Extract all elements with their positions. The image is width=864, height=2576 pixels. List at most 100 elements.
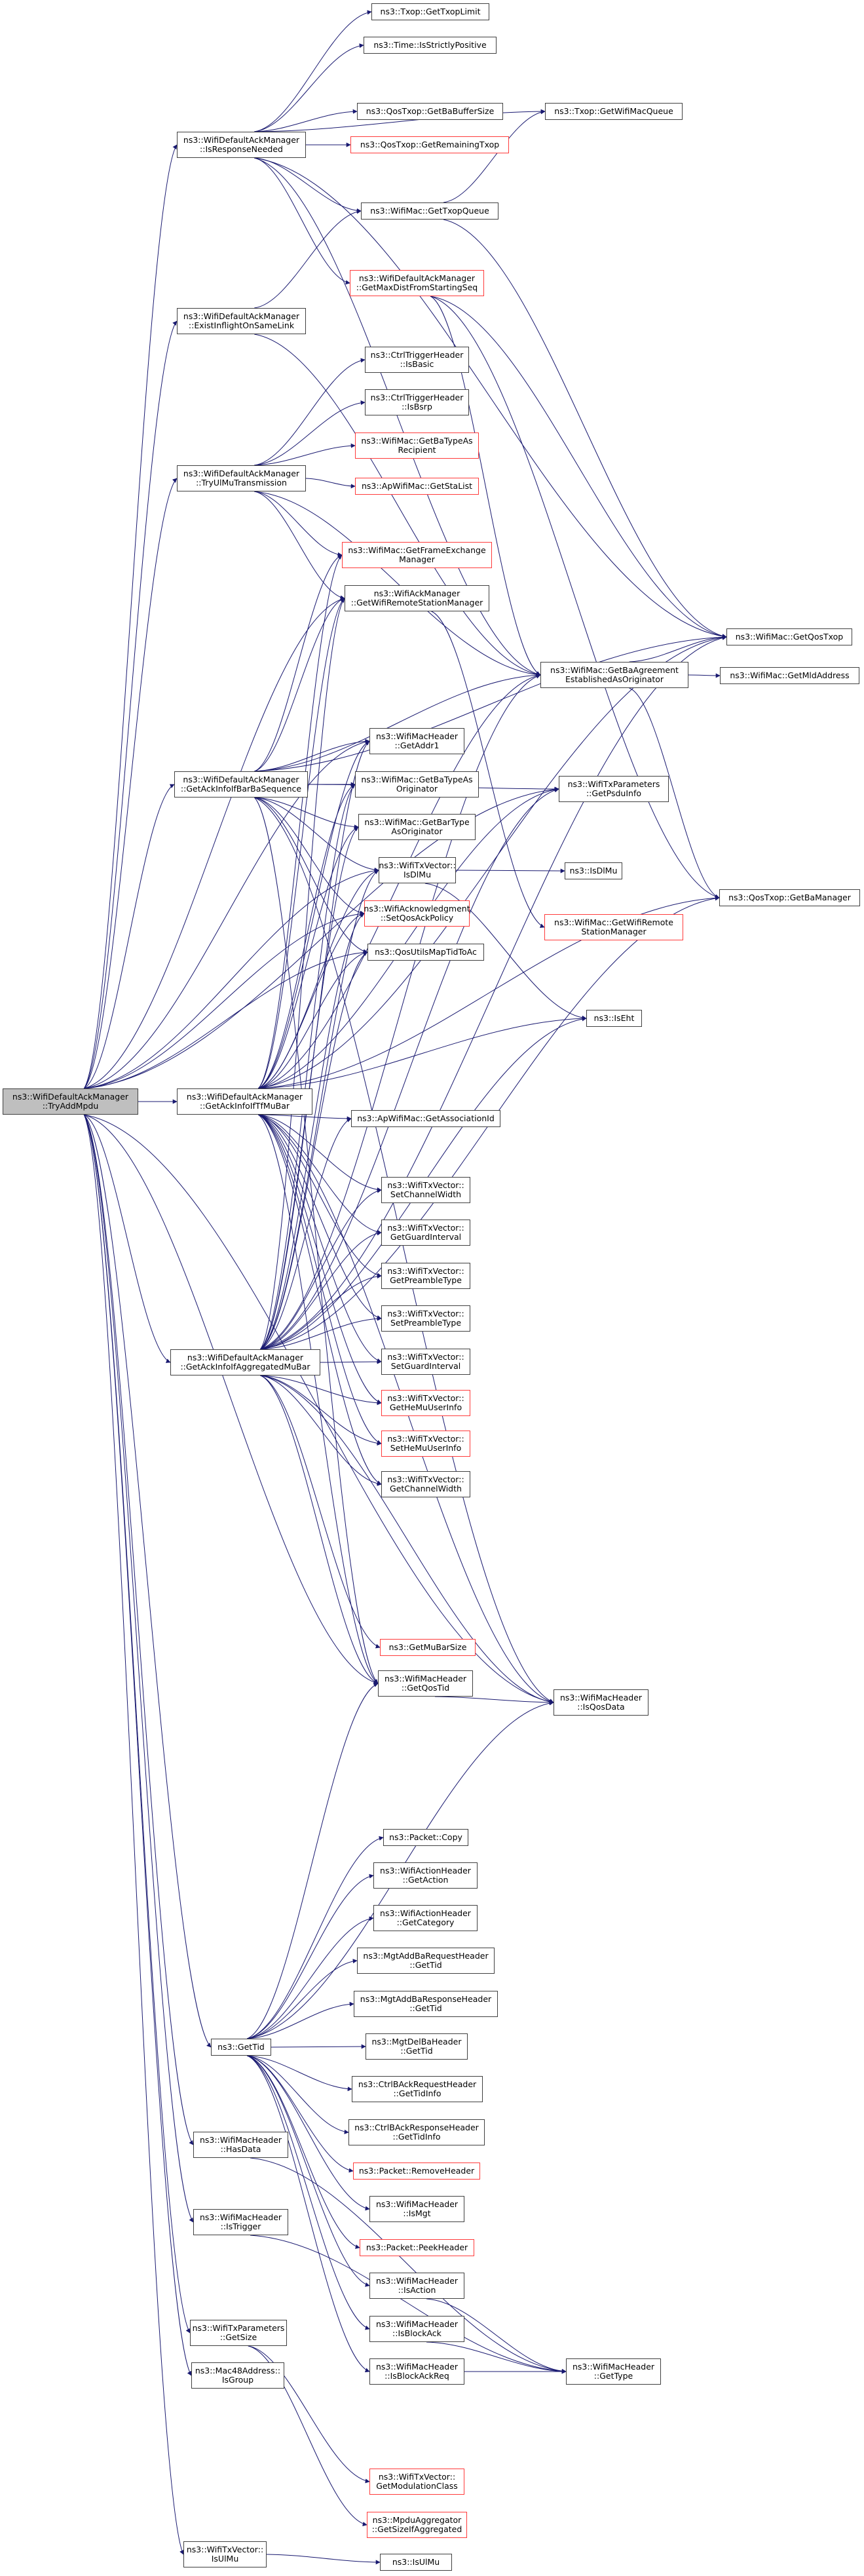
graph-node-mod-class[interactable]: ns3::WifiTxVector:: GetModulationClass xyxy=(369,2469,464,2495)
graph-node-is-basic[interactable]: ns3::CtrlTriggerHeader ::IsBasic xyxy=(365,347,469,373)
call-edge-root-to-rsm xyxy=(84,597,345,1089)
call-edge-aggMu-to-setPre xyxy=(260,1316,382,1350)
graph-node-set-gi[interactable]: ns3::WifiTxVector:: SetGuardInterval xyxy=(381,1349,470,1375)
graph-node-is-eht[interactable]: ns3::IsEht xyxy=(586,1010,642,1027)
graph-node-txop-limit[interactable]: ns3::Txop::GetTxopLimit xyxy=(371,3,489,20)
call-edge-txopQueue-to-wifiMacQueue xyxy=(443,109,546,203)
graph-node-qos-tid[interactable]: ns3::WifiMacHeader ::GetQosTid xyxy=(378,1670,473,1697)
graph-node-is-dl-mu-fn[interactable]: ns3::IsDlMu xyxy=(565,862,622,879)
call-edge-root-to-mapTid xyxy=(84,950,368,1089)
graph-node-set-pre[interactable]: ns3::WifiTxVector:: SetPreambleType xyxy=(381,1305,470,1332)
graph-node-is-block-ack[interactable]: ns3::WifiMacHeader ::IsBlockAck xyxy=(369,2316,464,2342)
graph-node-mld-addr[interactable]: ns3::WifiMac::GetMldAddress xyxy=(720,667,859,684)
graph-node-rm-hdr[interactable]: ns3::Packet::RemoveHeader xyxy=(353,2163,480,2180)
graph-node-psdu-info[interactable]: ns3::WifiTxParameters ::GetPsduInfo xyxy=(559,776,669,802)
graph-node-root[interactable]: ns3::WifiDefaultAckManager ::TryAddMpdu xyxy=(3,1088,138,1115)
graph-node-get-gi[interactable]: ns3::WifiTxVector:: GetGuardInterval xyxy=(381,1220,470,1246)
graph-node-is-mgt[interactable]: ns3::WifiMacHeader ::IsMgt xyxy=(369,2196,464,2222)
graph-node-set-cw[interactable]: ns3::WifiTxVector:: SetChannelWidth xyxy=(381,1177,470,1203)
call-edge-tfMu-to-getPre xyxy=(258,1114,382,1278)
graph-node-bar-orig[interactable]: ns3::WifiMac::GetBarType AsOriginator xyxy=(358,814,476,840)
graph-node-txop-queue[interactable]: ns3::WifiMac::GetTxopQueue xyxy=(361,202,498,220)
graph-node-qos-txop[interactable]: ns3::WifiMac::GetQosTxop xyxy=(726,628,852,645)
call-edge-tfMu-to-assocId xyxy=(258,1114,352,1121)
call-edge-tfMu-to-barOrig xyxy=(258,826,359,1089)
graph-node-is-action[interactable]: ns3::WifiMacHeader ::IsAction xyxy=(369,2273,464,2299)
call-edge-aggMu-to-getCw xyxy=(260,1375,382,1486)
graph-node-get-cw[interactable]: ns3::WifiTxVector:: GetChannelWidth xyxy=(381,1471,470,1497)
graph-node-label: ns3::WifiMacHeader ::IsQosData xyxy=(559,1693,643,1712)
graph-node-add-ba-req[interactable]: ns3::MgtAddBaRequestHeader ::GetTid xyxy=(357,1948,495,1974)
graph-node-act-cat[interactable]: ns3::WifiActionHeader ::GetCategory xyxy=(373,1905,478,1931)
graph-node-get-he[interactable]: ns3::WifiTxVector:: GetHeMuUserInfo xyxy=(381,1390,470,1416)
graph-node-get-type[interactable]: ns3::WifiMacHeader ::GetType xyxy=(566,2358,661,2385)
graph-node-sta-list[interactable]: ns3::ApWifiMac::GetStaList xyxy=(355,478,479,495)
graph-node-is-group[interactable]: ns3::Mac48Address:: IsGroup xyxy=(191,2362,284,2389)
graph-node-map-tid[interactable]: ns3::QosUtilsMapTidToAc xyxy=(367,944,484,961)
call-edge-isResp-to-txopLimit xyxy=(254,10,372,132)
call-edge-tfMu-to-getCw xyxy=(258,1114,382,1485)
call-edge-tryUl-to-staList xyxy=(305,478,356,489)
graph-node-is-bsrp[interactable]: ns3::CtrlTriggerHeader ::IsBsrp xyxy=(365,389,469,415)
graph-node-peek-hdr[interactable]: ns3::Packet::PeekHeader xyxy=(360,2239,474,2256)
graph-node-exist-inf[interactable]: ns3::WifiDefaultAckManager ::ExistInflig… xyxy=(177,308,306,334)
graph-node-strict-pos[interactable]: ns3::Time::IsStrictlyPositive xyxy=(364,37,497,54)
graph-node-ba-recip[interactable]: ns3::WifiMac::GetBaTypeAs Recipient xyxy=(355,433,479,459)
graph-node-mu-bar-size[interactable]: ns3::GetMuBarSize xyxy=(380,1639,476,1656)
graph-node-set-qos[interactable]: ns3::WifiAcknowledgment ::SetQosAckPolic… xyxy=(364,900,470,927)
graph-node-is-qos-data[interactable]: ns3::WifiMacHeader ::IsQosData xyxy=(554,1689,648,1716)
graph-node-agg-mu[interactable]: ns3::WifiDefaultAckManager ::GetAckInfoI… xyxy=(170,1349,320,1375)
call-edge-isAction-to-getType xyxy=(426,2298,567,2374)
graph-node-del-ba[interactable]: ns3::MgtDelBaHeader ::GetTid xyxy=(366,2033,468,2060)
graph-node-bar-resp[interactable]: ns3::CtrlBAckResponseHeader ::GetTidInfo xyxy=(348,2119,485,2145)
call-edge-aggMu-to-setHe xyxy=(260,1375,382,1446)
graph-node-wifi-mac-queue[interactable]: ns3::Txop::GetWifiMacQueue xyxy=(545,103,683,120)
graph-node-addr1[interactable]: ns3::WifiMacHeader ::GetAddr1 xyxy=(369,728,464,754)
graph-node-fe-mgr[interactable]: ns3::WifiMac::GetFrameExchange Manager xyxy=(342,542,492,568)
graph-node-add-ba-resp[interactable]: ns3::MgtAddBaResponseHeader ::GetTid xyxy=(354,1991,498,2017)
graph-node-tf-mu[interactable]: ns3::WifiDefaultAckManager ::GetAckInfoI… xyxy=(177,1088,312,1115)
graph-node-ba-agree[interactable]: ns3::WifiMac::GetBaAgreement Established… xyxy=(540,662,688,688)
graph-node-label: ns3::GetTid xyxy=(217,2042,265,2052)
graph-node-is-dl-mu[interactable]: ns3::WifiTxVector:: IsDlMu xyxy=(379,857,456,883)
graph-node-has-data[interactable]: ns3::WifiMacHeader ::HasData xyxy=(193,2132,288,2158)
graph-node-label: ns3::WifiTxVector:: IsDlMu xyxy=(379,860,456,879)
graph-node-tx-is-ul-mu[interactable]: ns3::WifiTxVector:: IsUlMu xyxy=(183,2541,267,2567)
graph-node-get-tid[interactable]: ns3::GetTid xyxy=(211,2039,271,2056)
graph-node-is-block-ack-req[interactable]: ns3::WifiMacHeader ::IsBlockAckReq xyxy=(369,2358,464,2385)
graph-node-rsm-mac[interactable]: ns3::WifiMac::GetWifiRemote StationManag… xyxy=(544,914,683,940)
call-edge-root-to-setQos xyxy=(84,912,365,1089)
graph-node-ba-buf[interactable]: ns3::QosTxop::GetBaBufferSize xyxy=(357,103,503,120)
graph-node-pkt-copy[interactable]: ns3::Packet::Copy xyxy=(383,1829,468,1846)
call-edge-isBlockAck-to-getType xyxy=(426,2341,567,2374)
graph-node-rsm[interactable]: ns3::WifiAckManager ::GetWifiRemoteStati… xyxy=(345,585,489,611)
graph-node-assoc-id[interactable]: ns3::ApWifiMac::GetAssociationId xyxy=(351,1110,500,1127)
graph-node-try-ul[interactable]: ns3::WifiDefaultAckManager ::TryUlMuTran… xyxy=(177,465,306,491)
graph-node-is-ul-mu[interactable]: ns3::IsUlMu xyxy=(380,2554,452,2571)
graph-node-is-resp[interactable]: ns3::WifiDefaultAckManager ::IsResponseN… xyxy=(177,132,306,158)
graph-node-label: ns3::WifiActionHeader ::GetCategory xyxy=(380,1908,471,1927)
graph-node-label: ns3::Mac48Address:: IsGroup xyxy=(195,2366,281,2385)
graph-node-label: ns3::WifiDefaultAckManager ::GetAckInfoI… xyxy=(186,1092,303,1111)
graph-node-get-size[interactable]: ns3::WifiTxParameters ::GetSize xyxy=(190,2320,287,2346)
graph-node-bar-req[interactable]: ns3::CtrlBAckRequestHeader ::GetTidInfo xyxy=(352,2076,483,2102)
call-edge-getTid-to-qosTid xyxy=(247,1683,379,2039)
graph-node-ba-mgr[interactable]: ns3::QosTxop::GetBaManager xyxy=(719,889,860,906)
call-edge-getTid-to-addBaReq xyxy=(247,1959,358,2039)
graph-node-bar-ba[interactable]: ns3::WifiDefaultAckManager ::GetAckInfoI… xyxy=(174,771,308,798)
graph-node-get-pre[interactable]: ns3::WifiTxVector:: GetPreambleType xyxy=(381,1263,470,1289)
call-edge-aggMu-to-qosTxop xyxy=(260,635,727,1350)
graph-node-size-agg[interactable]: ns3::MpduAggregator ::GetSizeIfAggregate… xyxy=(367,2512,467,2538)
graph-node-max-dist[interactable]: ns3::WifiDefaultAckManager ::GetMaxDistF… xyxy=(350,270,484,296)
graph-node-act-action[interactable]: ns3::WifiActionHeader ::GetAction xyxy=(373,1862,478,1889)
graph-node-label: ns3::WifiMac::GetFrameExchange Manager xyxy=(348,545,486,564)
graph-node-set-he[interactable]: ns3::WifiTxVector:: SetHeMuUserInfo xyxy=(381,1431,470,1457)
call-edge-isTrigger-to-getType xyxy=(250,2235,567,2374)
graph-node-is-trigger[interactable]: ns3::WifiMacHeader ::IsTrigger xyxy=(193,2209,288,2235)
graph-node-label: ns3::WifiMac::GetWifiRemote StationManag… xyxy=(554,917,673,936)
graph-node-ba-orig[interactable]: ns3::WifiMac::GetBaTypeAs Originator xyxy=(355,771,479,798)
call-edge-isResp-to-qosTxop xyxy=(254,157,727,639)
graph-node-rem-txop[interactable]: ns3::QosTxop::GetRemainingTxop xyxy=(350,136,509,153)
call-edge-tfMu-to-baMgr xyxy=(258,895,720,1089)
call-edge-barBa-to-barOrig xyxy=(254,797,359,830)
